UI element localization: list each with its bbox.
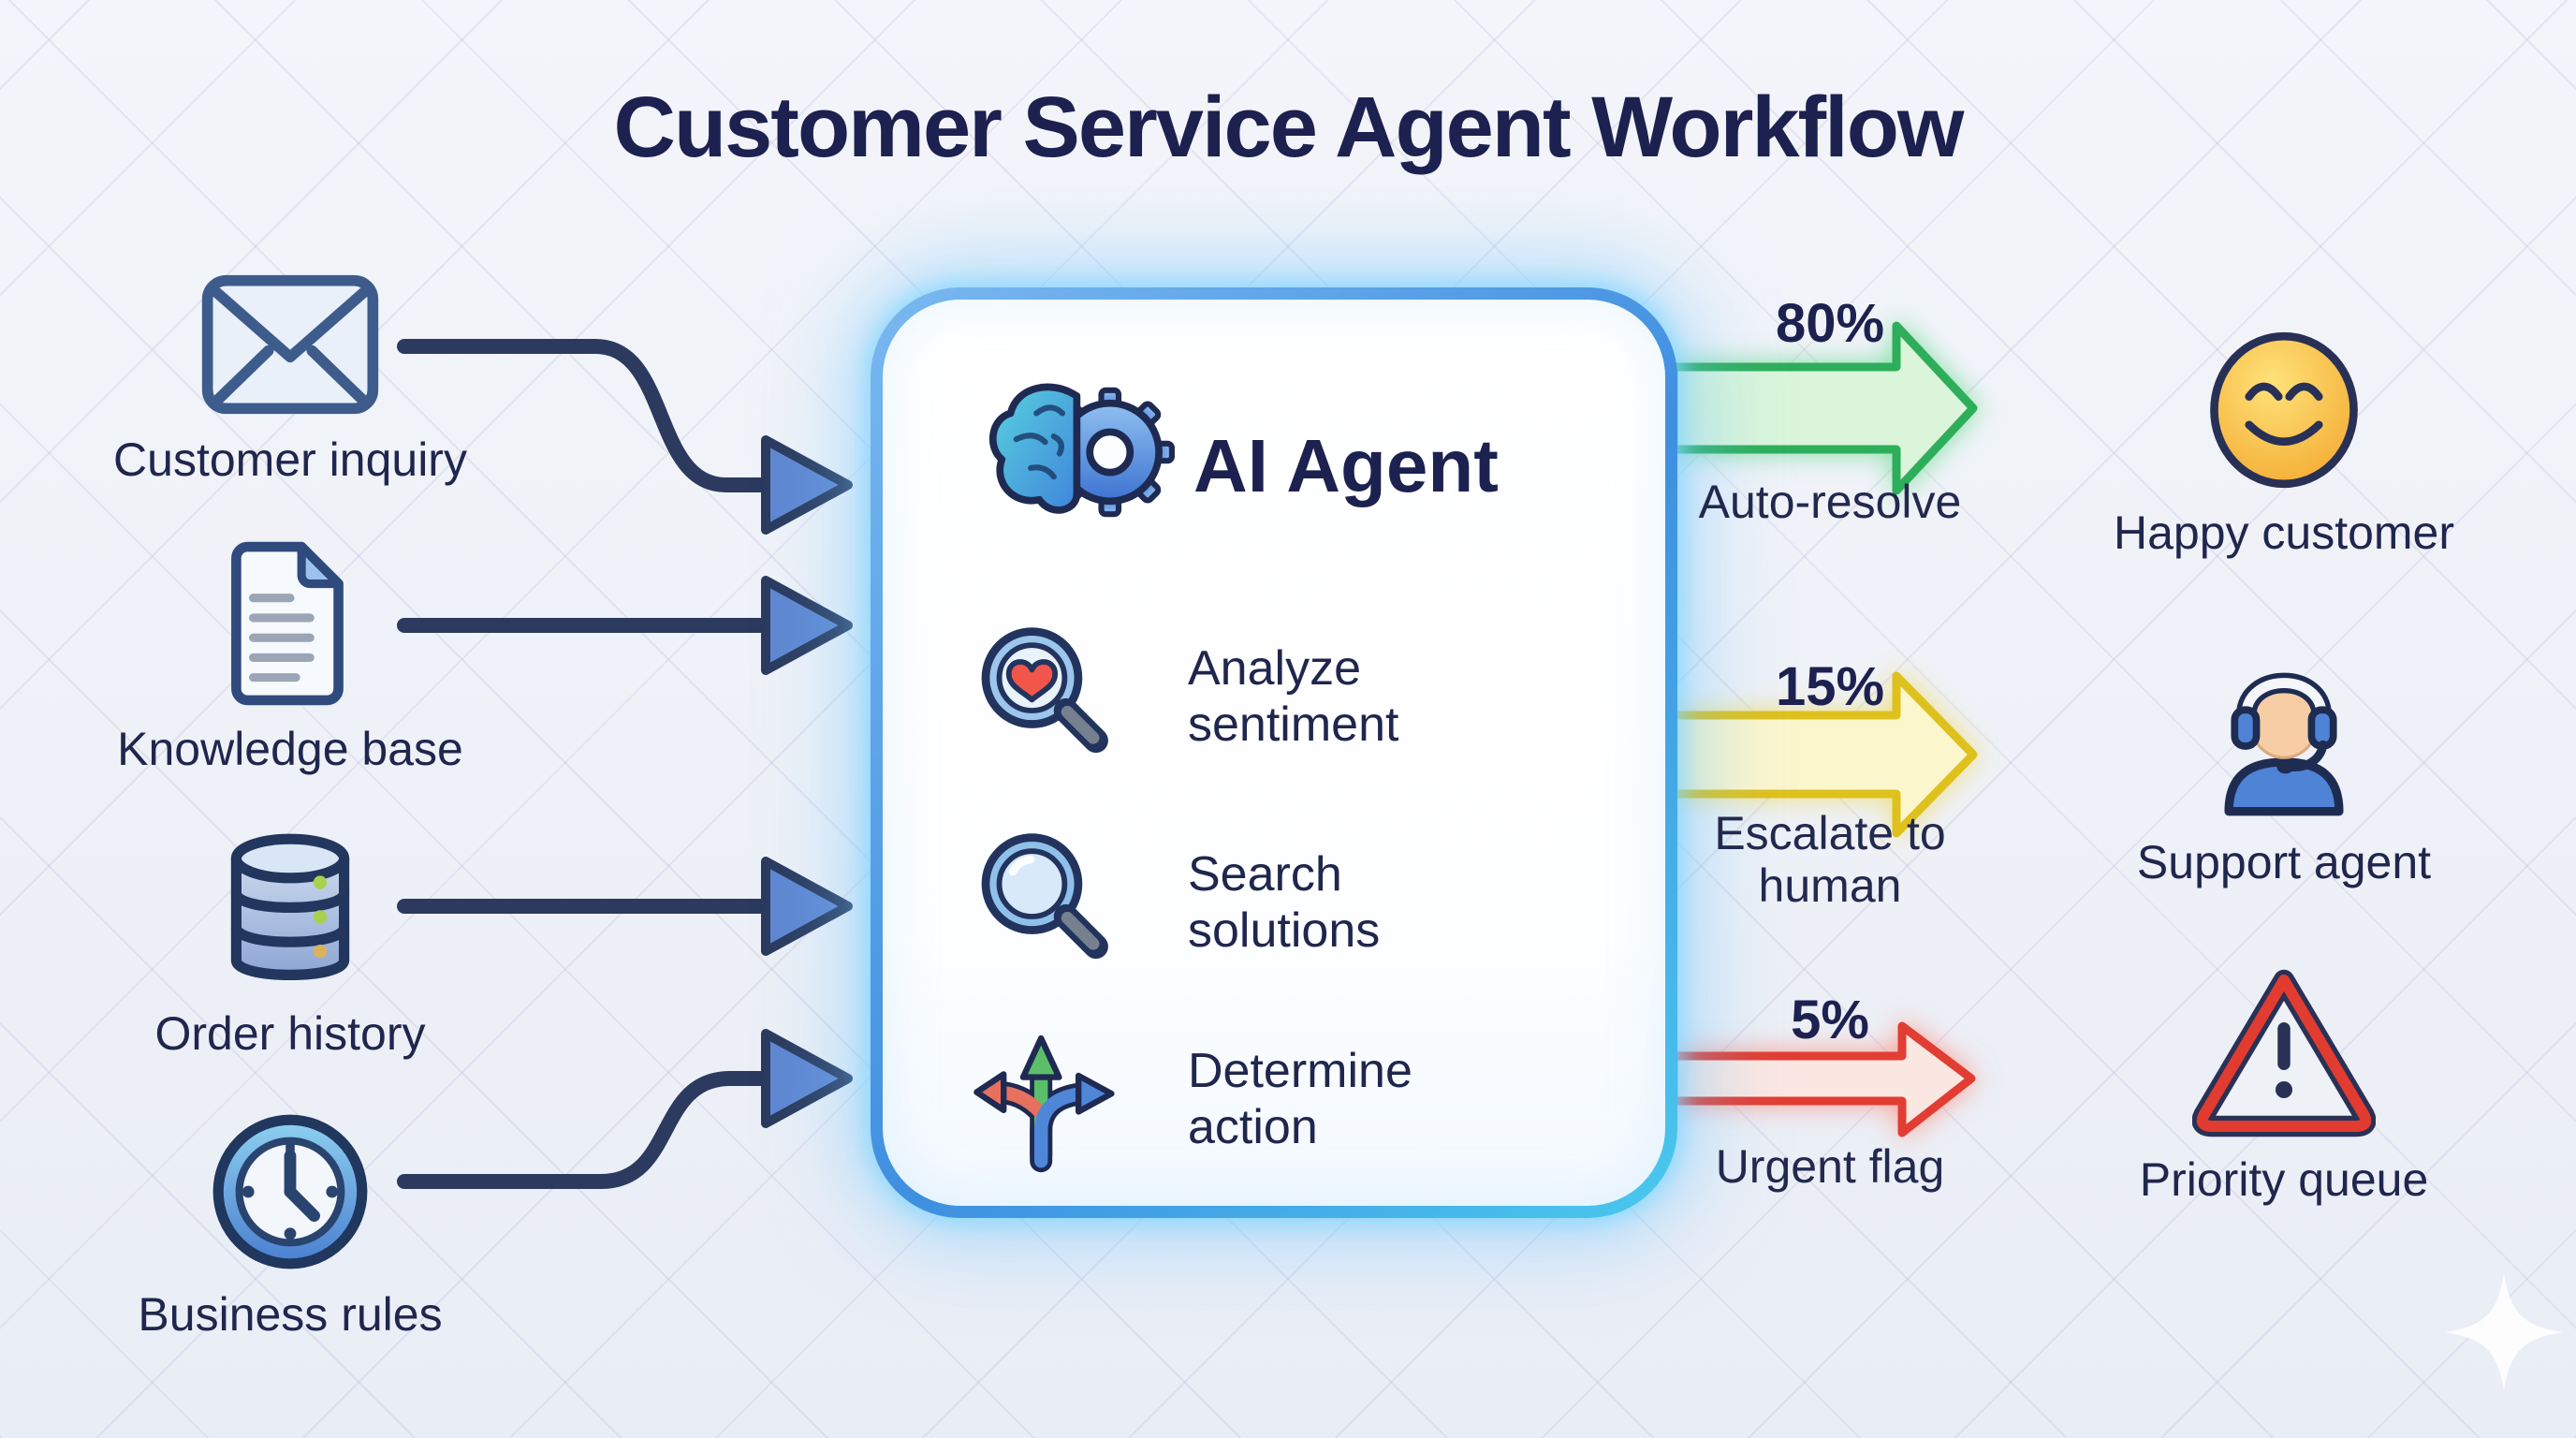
step-label: Analyze sentiment [1188,641,1399,752]
step-label: Determine action [1188,1044,1412,1154]
result-priority-queue: Priority queue [2087,969,2481,1206]
support-agent-icon [2224,672,2344,816]
brain-gear-icon [988,383,1175,518]
input-customer-inquiry: Customer inquiry [103,270,477,486]
ai-agent-box: AI Agent Analyze sentiment Search soluti… [871,287,1677,1218]
input-business-rules: Business rules [103,1109,477,1341]
escalate-label: Escalate to human [1714,807,1946,912]
branch-arrows-icon [973,1034,1115,1173]
input-label: Customer inquiry [113,433,467,486]
document-icon [231,541,344,706]
escalate-percent: 15% [1775,656,1885,717]
magnifier-icon [981,833,1108,960]
result-label: Priority queue [2139,1153,2429,1206]
auto-resolve-percent: 80% [1775,293,1885,354]
sparkle-icon [2445,1273,2563,1391]
urgent-label: Urgent flag [1715,1140,1945,1193]
heart-magnifier-icon [981,627,1108,754]
page-title: Customer Service Agent Workflow [613,80,1965,175]
result-label: Happy customer [2113,506,2455,559]
result-happy-customer: Happy customer [2087,330,2481,559]
auto-resolve-label: Auto-resolve [1698,476,1962,528]
envelope-icon [201,274,379,415]
clock-icon [212,1114,368,1269]
input-arrowheads [761,435,853,1128]
urgent-percent: 5% [1791,990,1869,1050]
happy-face-icon [2210,331,2358,489]
result-support-agent: Support agent [2087,646,2481,888]
warning-triangle-icon [2192,969,2376,1137]
input-label: Order history [154,1007,426,1060]
input-knowledge-base: Knowledge base [103,538,477,775]
input-label: Business rules [138,1288,443,1341]
result-label: Support agent [2136,836,2432,888]
step-label: Search solutions [1188,847,1381,958]
input-order-history: Order history [103,829,477,1060]
database-icon [230,833,350,980]
input-label: Knowledge base [117,723,463,775]
agent-title: AI Agent [1193,424,1499,507]
